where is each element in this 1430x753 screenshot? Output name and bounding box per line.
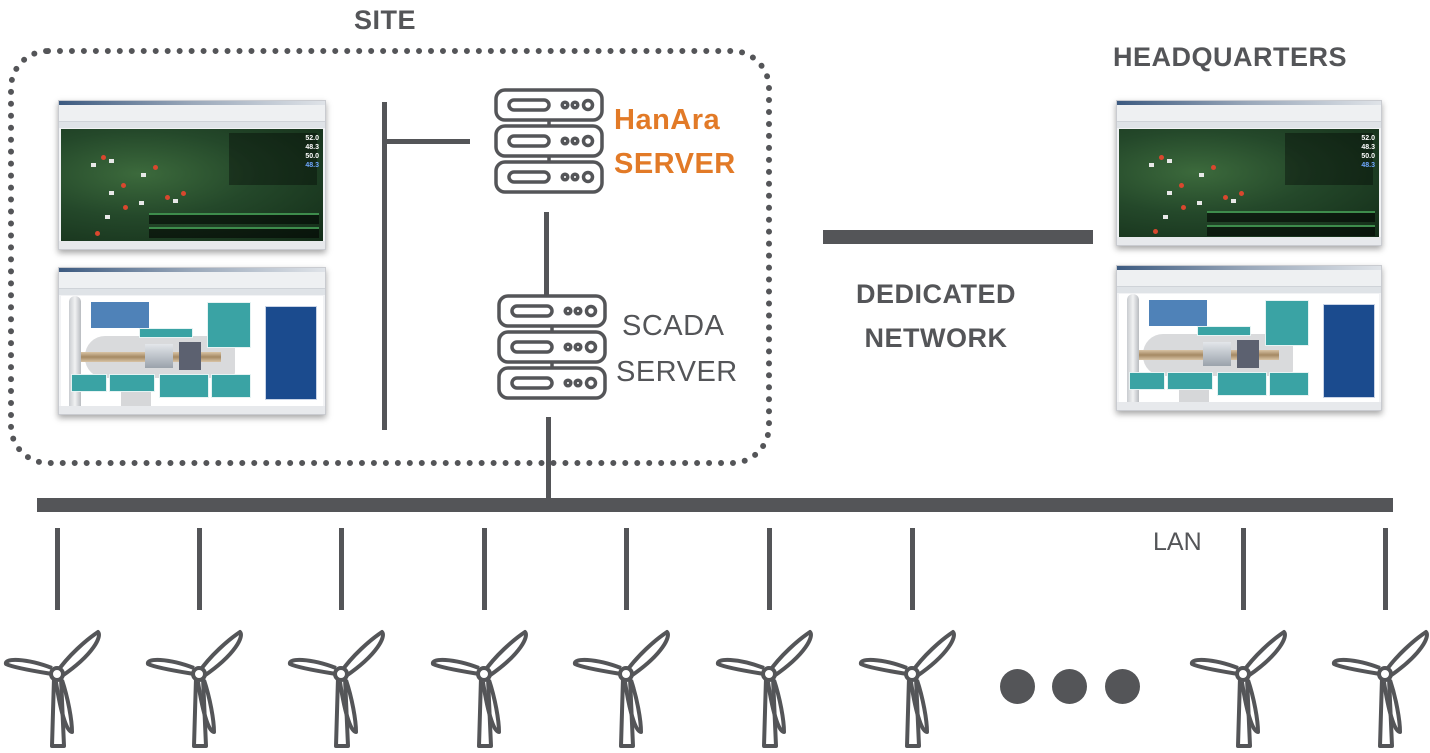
site-boundary: [8, 48, 772, 466]
hanara-label-line1: HanAra: [614, 104, 721, 136]
wind-turbine-icon: [1330, 628, 1430, 753]
ellipsis-dot: [1000, 669, 1035, 704]
turbine-drop-line: [624, 528, 629, 610]
turbine-drop-line: [197, 528, 202, 610]
scada-label-line1: SCADA: [622, 310, 725, 342]
turbine-drop-line: [1241, 528, 1246, 610]
map-value: 50.0: [1361, 153, 1375, 160]
lan-label: LAN: [1153, 528, 1202, 556]
map-value: 48.3: [305, 162, 319, 169]
scada-server-icon: [497, 294, 607, 400]
headquarters-title: HEADQUARTERS: [1113, 42, 1348, 72]
hq-map-screen: 52.0 48.3 50.0 48.3: [1116, 100, 1382, 246]
wind-turbine-icon: [2, 628, 112, 753]
wind-turbine-icon: [429, 628, 539, 753]
dedicated-network-label: DEDICATED NETWORK: [830, 272, 1042, 360]
hq-turbine-detail-screen: [1116, 265, 1382, 411]
site-title: SITE: [354, 5, 417, 35]
wind-turbine-icon: [714, 628, 824, 753]
site-map-screen: 52.0 48.3 50.0 48.3: [58, 100, 326, 250]
turbine-drop-line: [910, 528, 915, 610]
turbine-drop-line: [339, 528, 344, 610]
map-value: 48.3: [305, 144, 319, 151]
ellipsis-dot: [1105, 669, 1140, 704]
lan-bus: [37, 498, 1393, 512]
scada-label-line2: SERVER: [616, 356, 738, 388]
map-value: 48.3: [1361, 144, 1375, 151]
site-turbine-detail-screen: [58, 267, 326, 415]
wind-turbine-icon: [857, 628, 967, 753]
wind-turbine-icon: [1188, 628, 1298, 753]
ellipsis-dot: [1052, 669, 1087, 704]
wind-turbine-icon: [144, 628, 254, 753]
map-value: 50.0: [305, 153, 319, 160]
map-value: 52.0: [305, 135, 319, 142]
map-value: 52.0: [1361, 135, 1375, 142]
wind-turbine-icon: [571, 628, 681, 753]
dedicated-network-line: [823, 230, 1093, 244]
scada-server-label: SCADA SERVER: [616, 303, 738, 395]
turbine-drop-line: [482, 528, 487, 610]
wind-turbine-icon: [286, 628, 396, 753]
site-bus-link: [382, 139, 470, 144]
turbine-drop-line: [767, 528, 772, 610]
scada-lan-link: [546, 417, 551, 503]
hanara-server-label: HanAra SERVER: [614, 98, 736, 186]
site-bus-line: [382, 102, 387, 430]
map-value: 48.3: [1361, 162, 1375, 169]
turbine-drop-line: [55, 528, 60, 610]
network-label-line2: NETWORK: [864, 323, 1008, 353]
hanara-server-icon: [494, 88, 604, 194]
server-link: [544, 212, 549, 296]
turbine-drop-line: [1383, 528, 1388, 610]
network-label-line1: DEDICATED: [855, 279, 1016, 309]
hanara-label-line2: SERVER: [614, 148, 736, 180]
